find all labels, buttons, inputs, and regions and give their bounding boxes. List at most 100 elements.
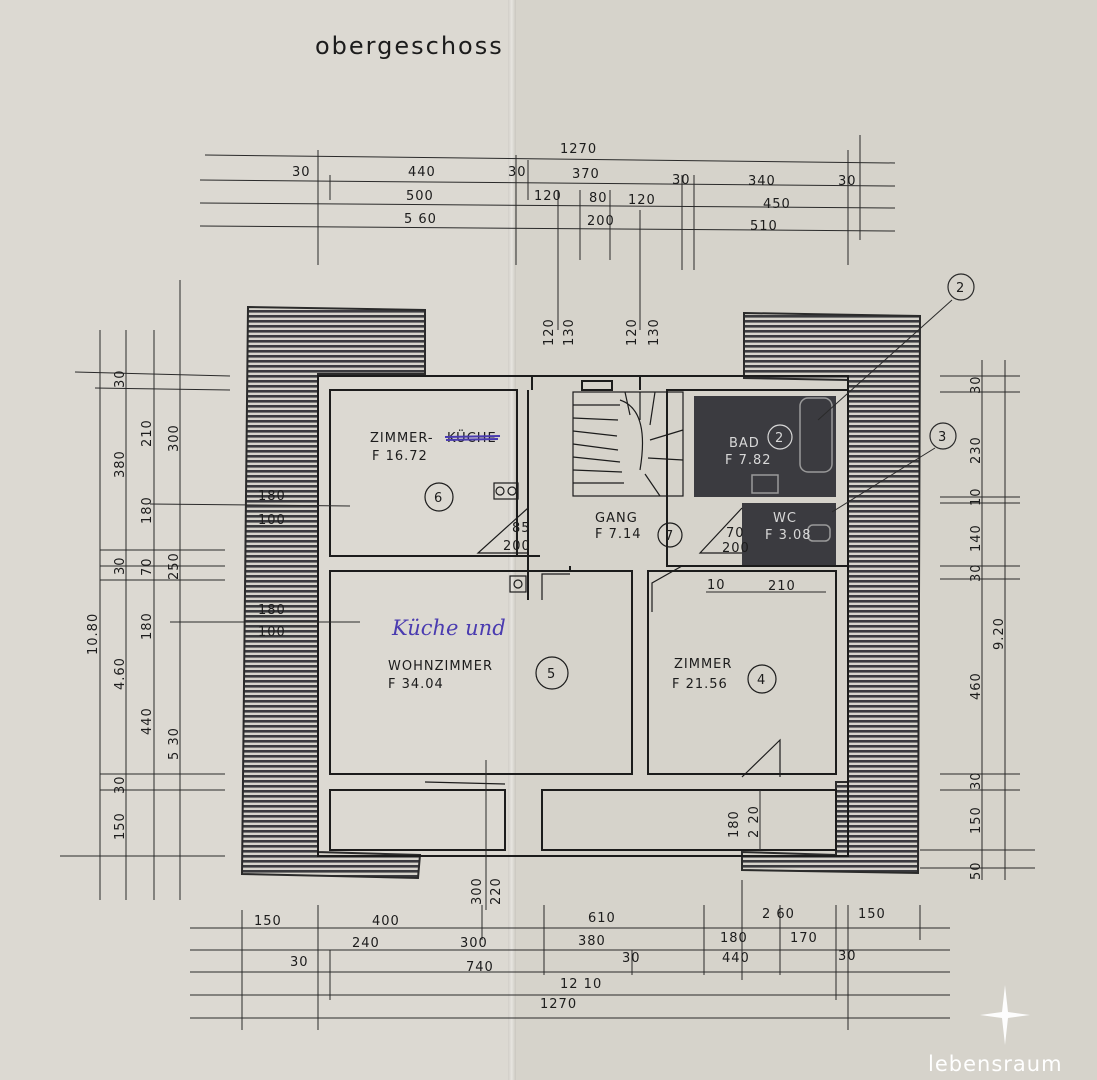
dim-left: 30 [113, 369, 128, 388]
room-number-2: 2 [775, 431, 784, 446]
staircase [572, 391, 684, 497]
room-zimmer-kueche-area: F 16.72 [372, 449, 428, 464]
left-dimension-labels: 10.80 4.60 380 30 180 440 5 30 150 30 21… [86, 369, 182, 840]
dim-top: 440 [408, 165, 436, 180]
room-bad-area: F 7.82 [725, 453, 772, 468]
door-label-bottom: 200 [722, 541, 750, 556]
room-zimmer-area: F 21.56 [672, 677, 728, 692]
dim-bottom: 1270 [540, 997, 577, 1012]
dim-bottom: 240 [352, 936, 380, 951]
logo-text: lebensraum [928, 1052, 1063, 1076]
callout-3-label: 3 [938, 430, 947, 445]
paper-fold [508, 0, 516, 1080]
door-label-bottom: 100 [258, 513, 286, 528]
callout-2-label: 2 [956, 281, 965, 296]
sparkle-icon [980, 985, 1030, 1045]
dim-left: 5 30 [167, 727, 182, 760]
dim-top: 120 [534, 189, 562, 204]
dim-left: 210 [140, 419, 155, 447]
door-swings [317, 500, 781, 785]
dim-left: 4.60 [113, 657, 128, 690]
dim-right: 150 [969, 806, 984, 834]
dim-top: 200 [587, 214, 615, 229]
room-zimmer-kueche-name: ZIMMER- [370, 431, 434, 446]
room-wc-name: WC [773, 511, 797, 526]
dim-top: 30 [838, 174, 857, 189]
dim-left: 30 [113, 775, 128, 794]
dim-bottom: 150 [858, 907, 886, 922]
door-label-top: 85 [512, 521, 531, 536]
dim-bottom: 30 [622, 951, 641, 966]
room-bad-name: BAD [729, 436, 760, 451]
room-number-7: 7 [665, 529, 674, 544]
dim-interior: 130 [647, 318, 662, 346]
dim-right: 50 [969, 861, 984, 880]
dim-right: 230 [969, 436, 984, 464]
callout-2-circle [947, 273, 975, 301]
room-gang-name: GANG [595, 511, 638, 526]
struck-scribble [444, 435, 501, 441]
dim-interior: 220 [489, 877, 504, 905]
wc-fill [742, 503, 836, 566]
interior-dimension-labels: 120 130 120 130 10 210 300 220 180 2 20 [470, 318, 796, 905]
dim-right: 30 [969, 563, 984, 582]
dim-top: 80 [589, 191, 608, 206]
dim-top: 450 [763, 197, 791, 212]
dim-right: 30 [969, 375, 984, 394]
dim-top: 510 [750, 219, 778, 234]
plan-title: obergeschoss [315, 32, 504, 60]
dim-left: 150 [113, 812, 128, 840]
right-dimension-labels: 30 230 10 140 30 460 9.20 30 150 50 [969, 375, 1007, 880]
dim-bottom: 740 [466, 960, 494, 975]
room-number-6-circle [424, 482, 454, 512]
dim-top: 340 [748, 174, 776, 189]
dim-left: 180 [140, 496, 155, 524]
callout-3-circle [929, 422, 957, 450]
room-number-4: 4 [757, 673, 766, 688]
dim-top: 370 [572, 167, 600, 182]
dimension-lines [60, 135, 1035, 1030]
bath-fill [694, 396, 836, 497]
dim-top: 500 [406, 189, 434, 204]
dim-interior: 130 [562, 318, 577, 346]
sink [751, 474, 779, 494]
dim-interior: 120 [625, 318, 640, 346]
dim-left: 180 [140, 612, 155, 640]
dim-bottom: 30 [838, 949, 857, 964]
dim-bottom: 170 [790, 931, 818, 946]
dim-bottom: 150 [254, 914, 282, 929]
room-number-5: 5 [547, 667, 556, 682]
door-label-top: 180 [258, 489, 286, 504]
dim-right: 140 [969, 524, 984, 552]
dim-right: 30 [969, 771, 984, 790]
dim-left: 300 [167, 424, 182, 452]
room-number-6: 6 [434, 491, 443, 506]
dim-bottom: 400 [372, 914, 400, 929]
door-label-top: 180 [258, 603, 286, 618]
dim-top: 30 [672, 173, 691, 188]
handwritten-note: Küche und [391, 616, 506, 640]
dim-left: 380 [113, 450, 128, 478]
dim-interior: 210 [768, 579, 796, 594]
dim-interior: 10 [707, 578, 726, 593]
dim-top: 30 [292, 165, 311, 180]
roof-hatch-left [240, 305, 426, 880]
dim-bottom: 440 [722, 951, 750, 966]
dim-interior: 120 [542, 318, 557, 346]
door-label-bottom: 200 [503, 539, 531, 554]
room-number-4-circle [747, 664, 777, 694]
dim-left: 440 [140, 707, 155, 735]
dim-top: 5 60 [404, 212, 437, 227]
dim-top: 30 [508, 165, 527, 180]
toilet [807, 524, 831, 542]
dim-left: 250 [167, 552, 182, 580]
dim-bottom: 30 [290, 955, 309, 970]
walls [317, 375, 849, 857]
dim-interior: 300 [470, 877, 485, 905]
door-label-bottom: 100 [258, 625, 286, 640]
dim-bottom: 380 [578, 934, 606, 949]
dim-top: 120 [628, 193, 656, 208]
dim-left: 10.80 [86, 613, 101, 655]
dim-right: 460 [969, 672, 984, 700]
